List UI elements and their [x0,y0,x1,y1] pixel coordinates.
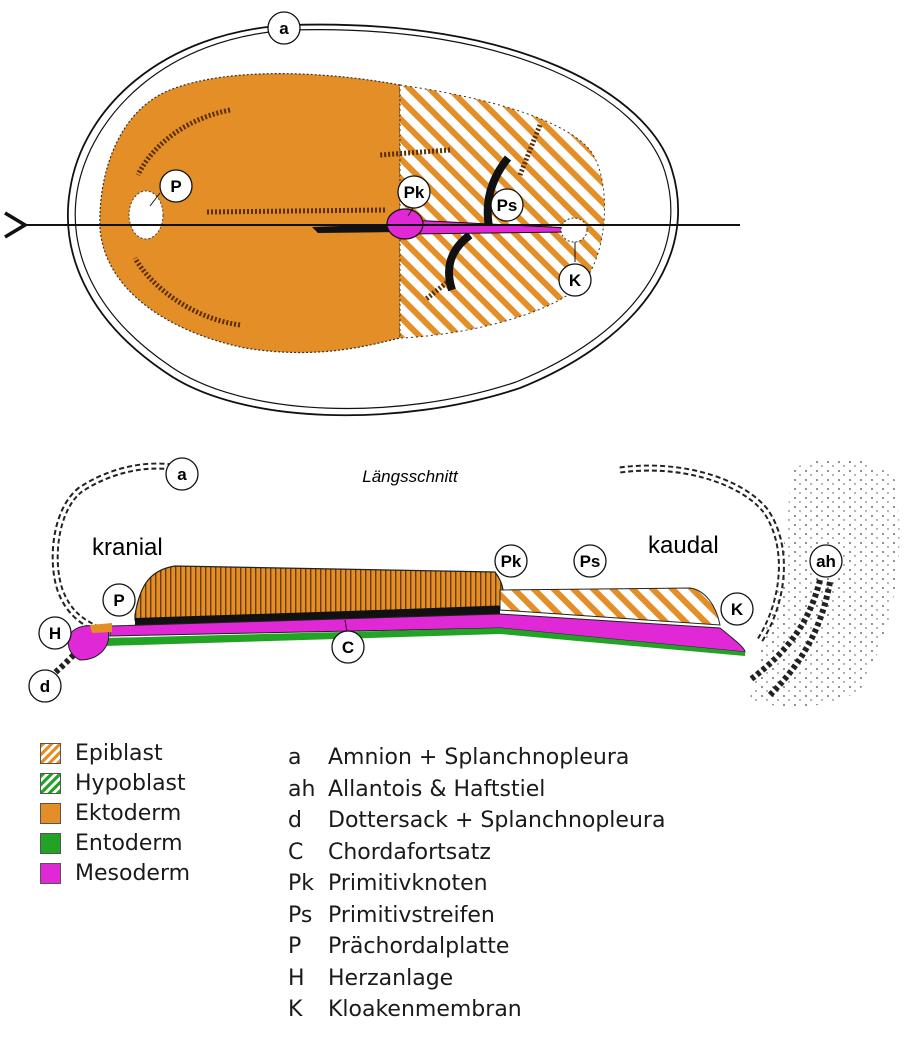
longitudinal-section: Längsschnitt kranial kaudal a [29,458,899,707]
abbreviation-key: a [288,745,328,770]
prechordal-plate [90,623,112,633]
label-k-top: K [559,264,591,296]
hypoblast-swatch [40,773,61,794]
connecting-stalk-area [750,458,899,707]
legend-label: Entoderm [75,831,183,856]
legend-item-epiblast: Epiblast [40,738,260,768]
svg-text:K: K [731,600,744,619]
abbreviation-text: Kloakenmembran [328,997,522,1022]
material-legend: Epiblast Hypoblast Ektoderm Entoderm Mes… [40,738,260,888]
prechordal-plate-spot [129,191,163,239]
entoderm-swatch [40,833,61,854]
cloacal-membrane-spot [561,218,587,242]
abbreviation-row: ah Allantois & Haftstiel [288,774,848,806]
abbreviation-key: Ps [288,903,328,928]
svg-text:d: d [40,677,50,696]
abbreviation-text: Chordafortsatz [328,840,491,865]
cranial-label: kranial [92,534,163,561]
legend-item-mesoderm: Mesoderm [40,858,260,888]
svg-text:H: H [49,624,61,643]
abbreviation-row: P Prächordalplatte [288,931,848,963]
label-a-section: a [166,458,198,490]
label-a-top: a [268,12,300,44]
legend-item-entoderm: Entoderm [40,828,260,858]
legend-label: Epiblast [75,741,163,766]
abbreviation-text: Dottersack + Splanchnopleura [328,808,665,833]
label-p-section: P [103,584,135,616]
abbreviation-legend: a Amnion + Splanchnopleura ah Allantois … [288,742,848,1026]
abbreviation-text: Primitivknoten [328,871,488,896]
label-c-section: C [332,631,364,663]
abbreviation-row: Pk Primitivknoten [288,868,848,900]
section-title: Längsschnitt [362,467,459,486]
svg-text:P: P [170,177,181,196]
legend-item-ektoderm: Ektoderm [40,798,260,828]
embryo-diagram: a P Pk Ps K Längsschnitt kranial kaudal [0,0,907,730]
legend-label: Hypoblast [75,771,186,796]
label-k-section: K [721,593,753,625]
abbreviation-text: Primitivstreifen [328,903,495,928]
abbreviation-row: H Herzanlage [288,963,848,995]
abbreviation-key: d [288,808,328,833]
legend-label: Ektoderm [75,801,181,826]
abbreviation-key: ah [288,777,328,802]
svg-text:K: K [569,271,582,290]
label-ps-top: Ps [491,189,523,221]
svg-text:Pk: Pk [501,552,522,571]
abbreviation-key: Pk [288,871,328,896]
svg-text:a: a [279,19,289,38]
svg-text:P: P [113,591,124,610]
legend-item-hypoblast: Hypoblast [40,768,260,798]
abbreviation-text: Herzanlage [328,966,453,991]
label-p-top: P [160,170,192,202]
label-h-section: H [39,617,71,649]
label-d-section: d [29,670,61,702]
svg-text:Pk: Pk [404,183,425,202]
svg-text:ah: ah [816,552,836,571]
top-view: a P Pk Ps K [25,12,740,415]
caudal-label: kaudal [648,532,719,559]
epiblast-swatch [40,743,61,764]
abbreviation-row: d Dottersack + Splanchnopleura [288,805,848,837]
label-ah-section: ah [810,545,842,577]
abbreviation-text: Prächordalplatte [328,934,509,959]
abbreviation-key: C [288,840,328,865]
label-pk-top: Pk [398,176,430,208]
ektoderm-swatch [40,803,61,824]
abbreviation-row: a Amnion + Splanchnopleura [288,742,848,774]
svg-text:Ps: Ps [580,552,601,571]
legend-label: Mesoderm [75,861,190,886]
abbreviation-key: P [288,934,328,959]
mesoderm-swatch [40,863,61,884]
svg-text:Ps: Ps [497,196,518,215]
label-ps-section: Ps [574,545,606,577]
label-pk-section: Pk [495,545,527,577]
abbreviation-key: H [288,966,328,991]
svg-text:a: a [177,465,187,484]
abbreviation-row: K Kloakenmembran [288,994,848,1026]
abbreviation-row: Ps Primitivstreifen [288,900,848,932]
abbreviation-text: Amnion + Splanchnopleura [328,745,629,770]
abbreviation-key: K [288,997,328,1022]
abbreviation-row: C Chordafortsatz [288,837,848,869]
svg-text:C: C [342,638,354,657]
abbreviation-text: Allantois & Haftstiel [328,777,545,802]
